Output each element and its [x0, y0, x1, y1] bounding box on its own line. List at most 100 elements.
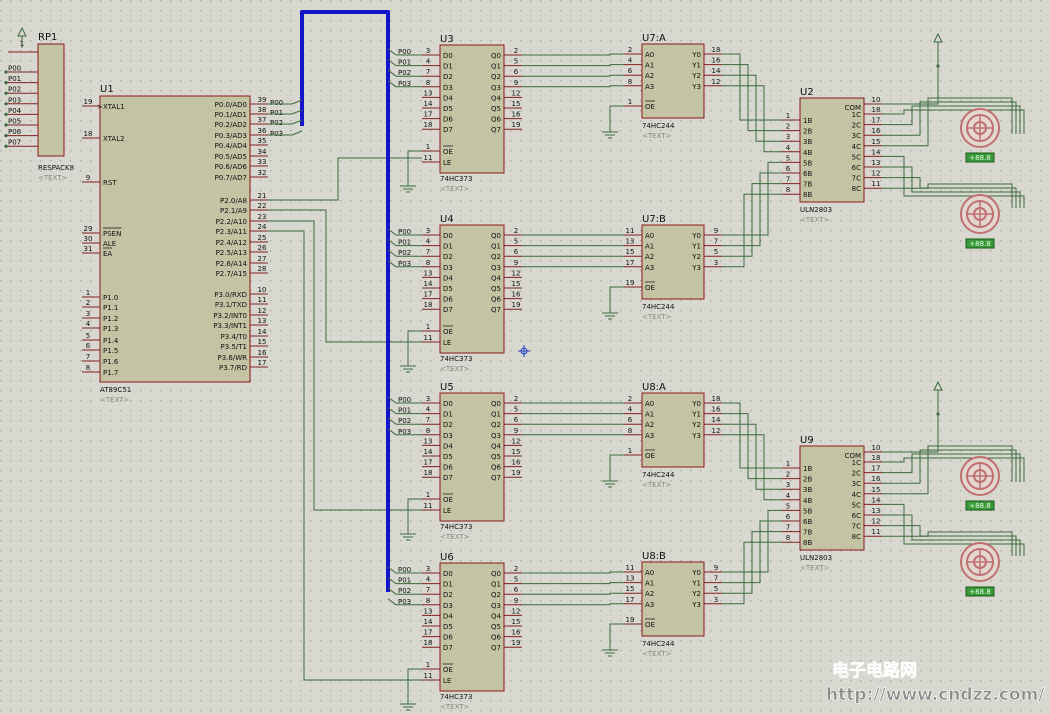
pin-label: P0.7/AD7 [215, 174, 247, 182]
pin-number: 9 [86, 174, 90, 182]
stepper-motor: +88.8 [960, 194, 1000, 249]
pin-label: P1.2 [103, 315, 118, 323]
latch-body [439, 224, 505, 354]
bus-entry [387, 249, 397, 257]
pin-number: 13 [626, 238, 635, 246]
pin-label: Q6 [491, 296, 502, 304]
pin-label: A1 [645, 580, 654, 588]
pin-label: 6C [852, 164, 861, 172]
pin-label: PSEN [103, 230, 121, 238]
pin-label: 2B [803, 128, 812, 136]
buffer-driver-wire [722, 161, 782, 236]
pin-number: 16 [512, 629, 521, 637]
text-placeholder: <TEXT> [642, 132, 672, 140]
pin-number: 24 [258, 223, 267, 231]
latch-buffer-wire [522, 603, 624, 606]
coil-wire [882, 155, 1025, 208]
pin-number: 15 [872, 486, 881, 494]
pin-label: Y0 [691, 232, 701, 240]
pin-number: 17 [424, 291, 433, 299]
pin-label: D6 [443, 464, 453, 472]
pin-number: 13 [424, 89, 433, 97]
buffer-type: 74HC244 [642, 303, 675, 311]
power-arrow [933, 32, 943, 43]
text-placeholder: <TEXT> [800, 564, 830, 572]
pin-number: 31 [84, 245, 93, 253]
bus-entry [387, 260, 397, 268]
le-wire [268, 157, 422, 201]
driver-ref: U2 [800, 87, 814, 98]
pin-number: 15 [512, 100, 521, 108]
pin-number: 13 [626, 575, 635, 583]
pin-label: OE [443, 496, 453, 504]
pin-label: P1.0 [103, 294, 118, 302]
pin-label: LE [443, 159, 451, 167]
buffer-driver-wire [722, 183, 782, 257]
pin-number: 2 [514, 227, 518, 235]
pin-label: D0 [443, 232, 453, 240]
pin-label: RST [103, 179, 117, 187]
pin-number: 5 [86, 332, 90, 340]
net-label: P01 [8, 75, 21, 83]
overlay-layer: 电子电路网 http://www.cndzz.com/ [518, 345, 1046, 705]
pin-number: 11 [626, 564, 635, 572]
pin-label: P1.5 [103, 347, 118, 355]
net-label: P02 [398, 69, 411, 77]
pin-number: 8 [786, 186, 790, 194]
net-label: P03 [398, 80, 411, 88]
pin-number: 6 [514, 586, 519, 594]
bus-entry [387, 598, 397, 606]
pin-number: 26 [258, 244, 267, 252]
pin-label: LE [443, 507, 451, 515]
pin-label: A2 [645, 72, 654, 80]
pin-number: 11 [424, 154, 433, 162]
pin-label: Y0 [691, 400, 701, 408]
pin-number: 4 [426, 58, 431, 66]
net-label: P06 [8, 128, 22, 136]
pin-label: Y2 [691, 590, 701, 598]
u1-component: U119XTAL118XTAL29RST29PSEN30ALE31EA1P1.0… [82, 84, 283, 404]
u1-ref: U1 [100, 84, 114, 95]
coil-wire [882, 101, 1017, 136]
power-arrow [17, 26, 27, 37]
pin-number: 9 [514, 259, 518, 267]
pin-label: Q7 [491, 126, 501, 134]
pin-label: 7B [803, 529, 812, 537]
pin-number: 12 [872, 170, 881, 178]
pin-label: P2.1/A9 [220, 207, 247, 215]
pin-label: D6 [443, 634, 453, 642]
pin-number: 1 [20, 40, 24, 48]
pin-number: 7 [786, 176, 790, 184]
net-label: P03 [270, 130, 283, 138]
pin-label: OE [645, 452, 655, 460]
pin-label: Q3 [491, 602, 501, 610]
pin-label: 5C [852, 501, 861, 509]
pin-number: 1 [628, 98, 632, 106]
pin-label: D2 [443, 253, 453, 261]
pin-number: 3 [714, 259, 718, 267]
pin-label: LE [443, 339, 451, 347]
pin-label: A2 [645, 421, 654, 429]
pin-label: OE [645, 103, 655, 111]
pin-label: Y1 [691, 62, 701, 70]
net-label: P07 [8, 139, 21, 147]
pin-label: 5B [803, 159, 812, 167]
pin-label: Q6 [491, 116, 502, 124]
bus-entry [387, 59, 397, 66]
pin-number: 38 [258, 106, 267, 114]
pin-label: D7 [443, 474, 453, 482]
pin-label: EA [103, 250, 112, 258]
pin-number: 17 [424, 629, 433, 637]
pin-number: 4 [786, 492, 791, 500]
pin-number: 4 [786, 144, 791, 152]
pin-number: 7 [714, 238, 718, 246]
pin-label: 1C [852, 111, 861, 119]
buffer-body [641, 224, 705, 300]
pin-label: Y2 [691, 72, 701, 80]
pin-number: 14 [712, 67, 721, 75]
pin-label: Q3 [491, 264, 501, 272]
buffer-driver-wire [722, 64, 782, 132]
pin-number: 7 [426, 416, 430, 424]
text-placeholder: <TEXT> [38, 174, 68, 182]
